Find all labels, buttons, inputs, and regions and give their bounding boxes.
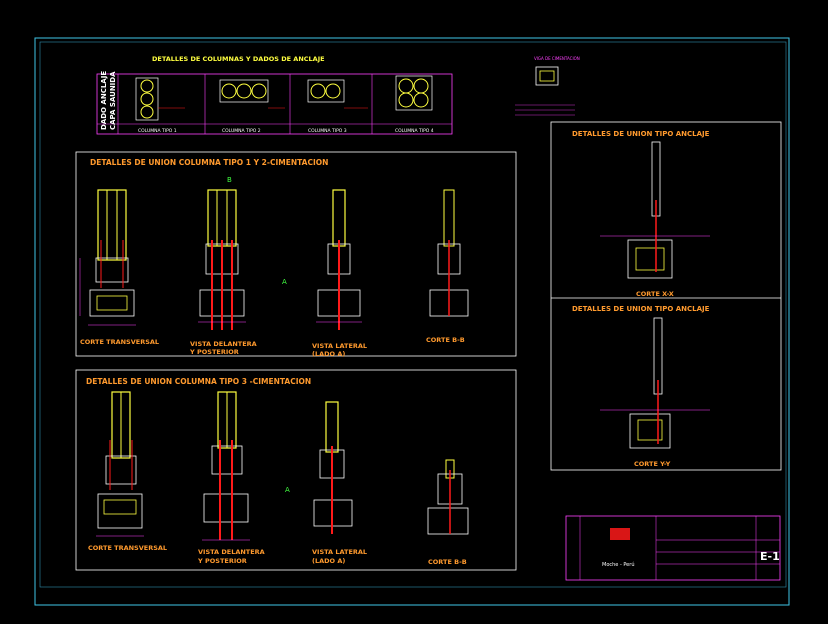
panel-1-view-lateral-2: (LADO A) (312, 350, 345, 358)
panel-1-view-delantera-2: Y POSTERIOR (189, 348, 239, 356)
sheet-number: E-1 (760, 550, 780, 563)
panel-1-view-lateral-1: VISTA LATERAL (312, 342, 367, 350)
column-type-1-label: COLUMNA TIPO 1 (138, 128, 177, 134)
panel-1-view-bb: CORTE B-B (426, 336, 465, 344)
corte-yy-label: CORTE Y-Y (634, 460, 671, 468)
panel-1-corte-transversal (79, 189, 136, 326)
panel-2-view-corte: CORTE TRANSVERSAL (88, 544, 167, 552)
panel-1-title: DETALLES DE UNION COLUMNA TIPO 1 Y 2-CIM… (90, 158, 328, 167)
viga-detail: VIGA DE CIMENTACION (515, 56, 580, 116)
panel-1-view-delantera-1: VISTA DELANTERA (190, 340, 257, 348)
corte-xx-label: CORTE X-X (636, 290, 674, 298)
column-types-frame (96, 73, 453, 135)
panel-2-view-delantera-2: Y POSTERIOR (197, 557, 247, 565)
inner-frame (39, 41, 787, 588)
viga-label: VIGA DE CIMENTACION (534, 56, 580, 61)
anclaje-title-1: DETALLES DE UNION TIPO ANCLAJE (572, 130, 710, 138)
title-block: Moche - Perú E-1 (565, 515, 781, 581)
panel-2-title: DETALLES DE UNION COLUMNA TIPO 3 -CIMENT… (86, 377, 311, 386)
panel-1-vista-lateral (316, 189, 362, 330)
anclaje-detail-y (600, 317, 710, 449)
panel-1-corte-bb (429, 189, 469, 317)
side-label-1: DADO ANCLAJE (100, 71, 108, 130)
column-type-2-label: COLUMNA TIPO 2 (222, 128, 261, 134)
panel-2-vista-lateral (313, 401, 353, 534)
panel-2-view-lateral-2: (LADO A) (312, 557, 345, 565)
panel-2-frame (75, 369, 517, 571)
top-title: DETALLES DE COLUMNAS Y DADOS DE ANCLAJE (152, 55, 325, 63)
column-type-4-section (395, 75, 433, 111)
column-type-3-label: COLUMNA TIPO 3 (308, 128, 347, 134)
panel-1-vista-delantera: A B (198, 176, 287, 330)
panel-2-view-lateral-1: VISTA LATERAL (312, 548, 367, 556)
panel-1-view-corte: CORTE TRANSVERSAL (80, 338, 159, 346)
panel-2-vista-delantera: A (202, 391, 290, 541)
column-type-4-label: COLUMNA TIPO 4 (395, 128, 434, 134)
panel-2-view-delantera-1: VISTA DELANTERA (198, 548, 265, 556)
anclaje-title-2: DETALLES DE UNION TIPO ANCLAJE (572, 305, 710, 313)
anclaje-detail-x (600, 141, 710, 279)
column-type-1-section (135, 77, 185, 121)
titleblock-location: Moche - Perú (602, 561, 635, 568)
outer-frame (34, 37, 790, 606)
section-b-marker-1: B (227, 176, 232, 184)
column-type-3-section (307, 79, 368, 109)
panel-1-frame (75, 151, 517, 357)
panel-2-corte-transversal (96, 391, 144, 537)
column-type-2-section (219, 79, 285, 109)
side-label-2: CAPA SAUNIDA (109, 71, 117, 130)
section-a-marker-1: A (282, 278, 287, 286)
panel-2-corte-bb (427, 459, 469, 535)
section-a-marker-2: A (285, 486, 290, 494)
panel-2-view-bb: CORTE B-B (428, 558, 467, 566)
anclaje-panel-frame (550, 121, 782, 471)
